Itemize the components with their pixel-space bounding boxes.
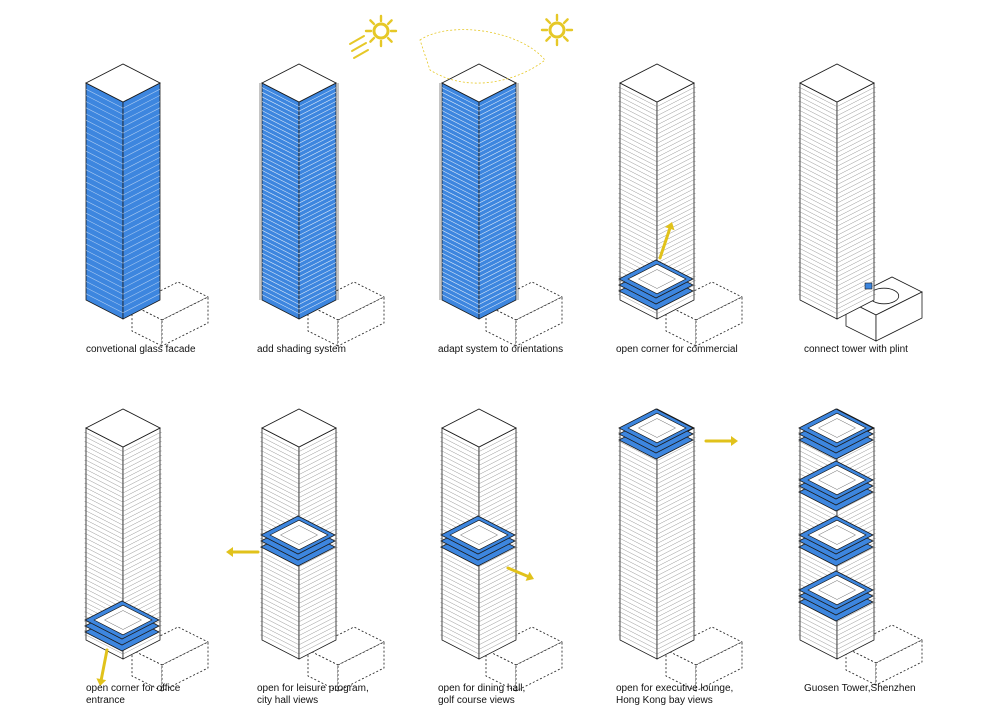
direction-arrow-icon xyxy=(506,566,534,581)
step-caption-line: convetional glass facade xyxy=(86,344,196,355)
direction-arrow-icon xyxy=(658,222,675,260)
step-caption-line: golf course views xyxy=(438,695,515,706)
step-caption-8: open for dining hall,golf course views xyxy=(438,683,525,707)
step-caption-line: adapt system to orientations xyxy=(438,344,564,355)
tower-step-6 xyxy=(84,408,209,692)
step-caption-3: adapt system to orientations xyxy=(438,344,563,356)
step-caption-10: Guosen Tower,Shenzhen xyxy=(804,683,916,695)
step-caption-line: city hall views xyxy=(257,695,319,706)
step-caption-2: add shading system xyxy=(257,344,346,356)
step-caption-line: open corner for office xyxy=(86,683,181,694)
tower-step-7 xyxy=(260,408,385,692)
step-caption-line: open for executive lounge, xyxy=(616,683,734,694)
tower-step-4 xyxy=(618,63,743,347)
step-caption-line: add shading system xyxy=(257,344,346,355)
tower-step-10 xyxy=(798,408,923,686)
step-caption-line: open corner for commercial xyxy=(616,344,738,355)
step-caption-line: Guosen Tower,Shenzhen xyxy=(804,683,916,694)
step-caption-line: open for leisure program, xyxy=(257,683,369,694)
direction-arrow-icon xyxy=(96,648,109,686)
direction-arrow-icon xyxy=(226,547,260,557)
step-caption-line: Hong Kong bay views xyxy=(616,695,713,706)
tower-step-8 xyxy=(440,408,563,692)
sun-rays xyxy=(349,35,369,59)
step-caption-1: convetional glass facade xyxy=(86,344,196,356)
direction-arrow-icon xyxy=(704,436,738,446)
step-caption-4: open corner for commercial xyxy=(616,344,738,356)
step-caption-line: entrance xyxy=(86,695,125,706)
sun-icon xyxy=(540,13,574,47)
step-caption-line: connect tower with plint xyxy=(804,344,908,355)
step-caption-line: open for dining hall, xyxy=(438,683,526,694)
step-caption-9: open for executive lounge,Hong Kong bay … xyxy=(616,683,733,707)
step-caption-5: connect tower with plint xyxy=(804,344,908,356)
tower-step-9 xyxy=(618,408,743,692)
tower-step-2 xyxy=(259,63,385,347)
step-caption-7: open for leisure program,city hall views xyxy=(257,683,369,707)
tower-step-3 xyxy=(439,63,563,347)
tower-step-5 xyxy=(798,63,923,342)
plinth-connector xyxy=(864,282,873,290)
tower-step-1 xyxy=(85,63,209,347)
sun-icon xyxy=(364,14,398,48)
